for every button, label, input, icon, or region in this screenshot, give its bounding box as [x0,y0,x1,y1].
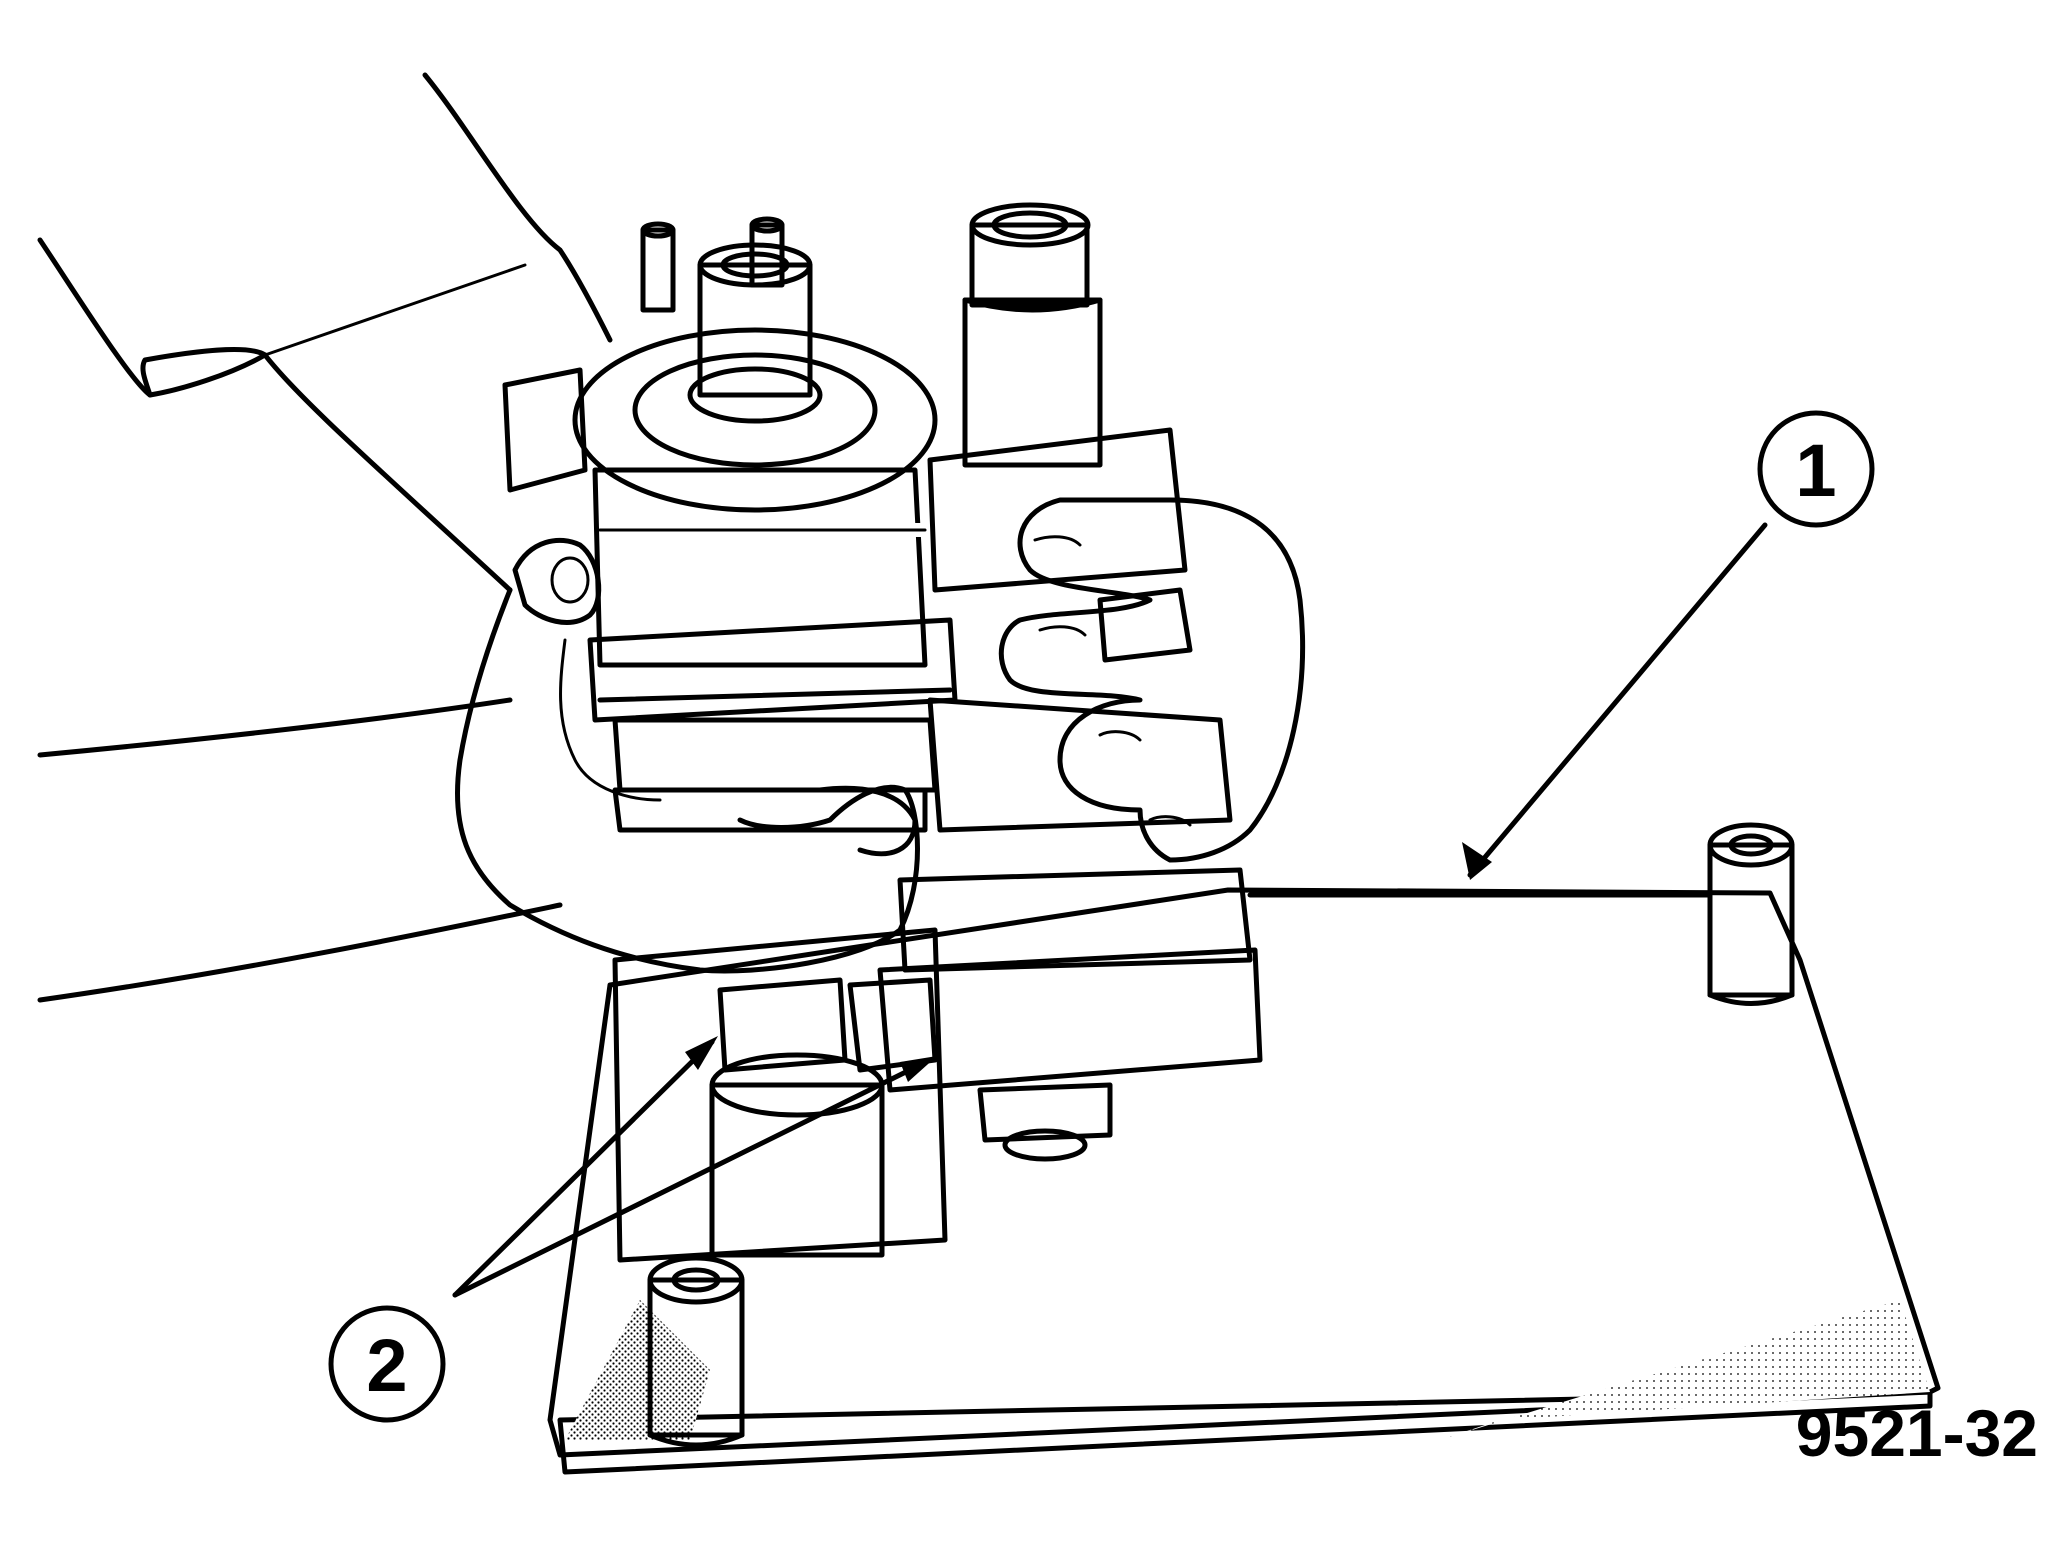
pinion-gears [717,977,938,1073]
fixture-base-plate [547,887,1941,1475]
mainshaft-gear-stack [502,216,958,833]
callout-2-label: 2 [366,1324,407,1407]
fixture-block [612,927,948,1263]
operator-hands [454,497,1306,974]
countershaft-gear-stack [877,202,1263,1162]
figure-id: 9521-32 [1796,1396,2038,1470]
operator-arms [37,72,613,1003]
callout-2: 2 [328,1036,937,1423]
callout-2-circle [328,1305,446,1423]
support-post-front [647,1255,745,1448]
callout-1-label: 1 [1795,429,1836,512]
callout-1-circle [1757,410,1875,528]
callout-1: 1 [1247,410,1875,898]
support-post-rear [1707,822,1795,1006]
